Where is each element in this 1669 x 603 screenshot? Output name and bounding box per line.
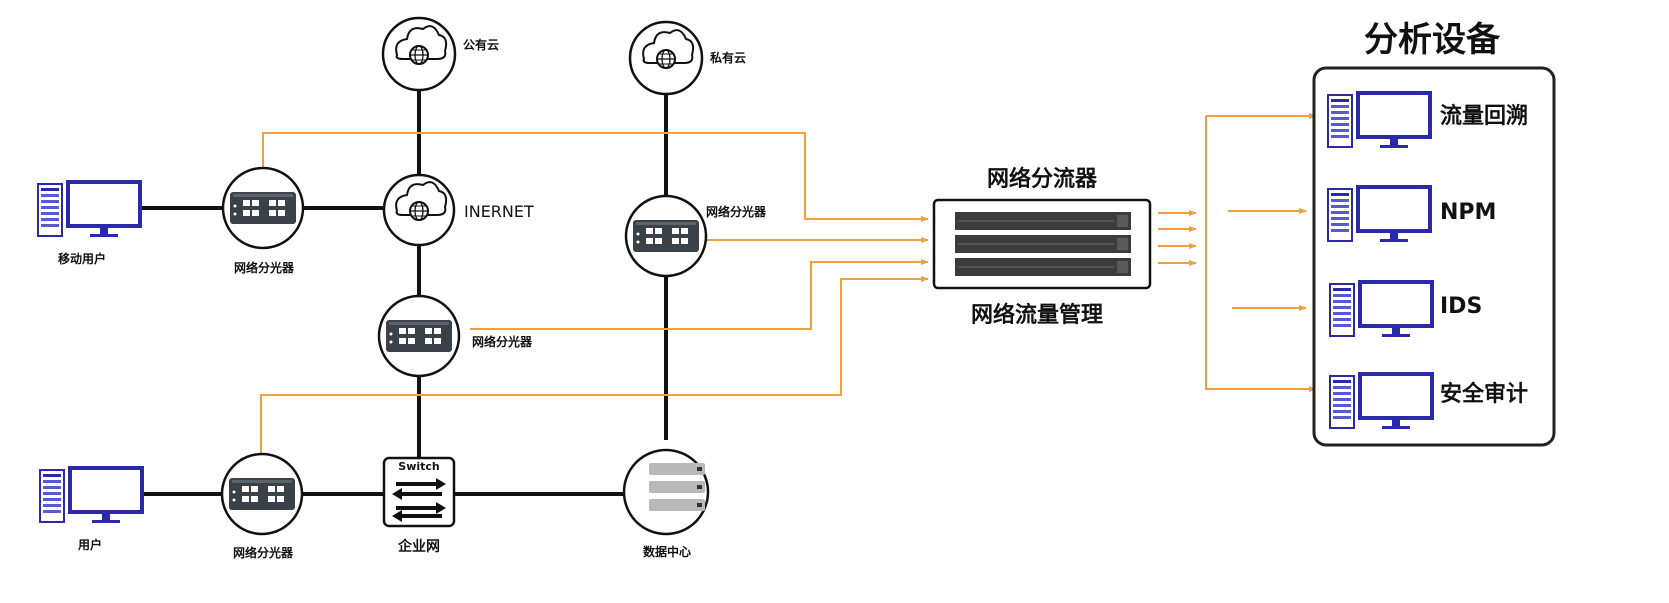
switch-arrows-icon xyxy=(392,478,446,522)
mobile-user-node[interactable]: 移动用户 xyxy=(36,180,142,266)
packet-broker-rack-icon xyxy=(955,212,1131,276)
analysis-title: 分析设备 xyxy=(1364,20,1501,60)
tap-top-left-node[interactable]: 网络分光器 xyxy=(221,166,305,275)
packet-broker-node[interactable]: 网络分流器 网络流量管理 xyxy=(932,166,1152,328)
user-node[interactable]: 用户 xyxy=(38,466,144,552)
public-cloud-node[interactable]: 公有云 xyxy=(381,16,499,92)
data-center-label: 数据中心 xyxy=(643,544,691,559)
enterprise-network-label: 企业网 xyxy=(397,538,440,555)
tap-private-node[interactable]: 网络分光器 xyxy=(624,194,767,278)
tap-middle-label: 网络分光器 xyxy=(472,334,533,349)
analysis-links xyxy=(1205,113,1317,392)
mirror-line-top-left-tap xyxy=(262,132,929,222)
analysis-item-label: NPM xyxy=(1440,200,1496,225)
user-label: 用户 xyxy=(77,537,102,552)
internet-node[interactable]: INERNET xyxy=(382,173,534,247)
network-tap-icon xyxy=(386,320,452,352)
mirror-line-bottom-tap xyxy=(260,276,929,456)
analysis-item-traffic-backtrack[interactable]: 流量回溯 xyxy=(1326,91,1528,150)
switch-node[interactable]: Switch 企业网 xyxy=(382,456,456,555)
analysis-item-npm[interactable]: NPM xyxy=(1326,185,1496,244)
tap-middle-node[interactable]: 网络分光器 xyxy=(377,294,533,378)
public-cloud-label: 公有云 xyxy=(463,37,499,52)
desktop-computer-icon xyxy=(38,466,144,525)
network-tap-icon xyxy=(230,192,296,224)
switch-label: Switch xyxy=(398,460,439,473)
network-tap-icon xyxy=(229,478,295,510)
broker-title: 网络分流器 xyxy=(987,166,1098,192)
server-rack-icon xyxy=(649,463,705,511)
backbone-links xyxy=(136,90,668,496)
mirror-line-middle-tap xyxy=(470,259,929,330)
tap-bottom-left-label: 网络分光器 xyxy=(233,545,294,560)
desktop-computer-icon xyxy=(36,180,142,239)
link-to-audit xyxy=(1205,116,1317,392)
analysis-item-label: 流量回溯 xyxy=(1440,103,1528,129)
analysis-item-label: 安全审计 xyxy=(1440,381,1528,407)
analysis-item-security-audit[interactable]: 安全审计 xyxy=(1328,372,1528,431)
broker-subtitle: 网络流量管理 xyxy=(971,302,1103,328)
private-cloud-label: 私有云 xyxy=(709,50,746,65)
analysis-item-label: IDS xyxy=(1440,294,1482,319)
data-center-node[interactable]: 数据中心 xyxy=(622,448,710,559)
broker-output-arrows xyxy=(1158,210,1197,266)
analysis-item-ids[interactable]: IDS xyxy=(1328,280,1482,339)
tap-bottom-left-node[interactable]: 网络分光器 xyxy=(220,452,304,560)
mobile-user-label: 移动用户 xyxy=(58,251,106,266)
tap-top-left-label: 网络分光器 xyxy=(234,260,295,275)
tap-private-label: 网络分光器 xyxy=(706,204,767,219)
private-cloud-node[interactable]: 私有云 xyxy=(628,20,746,96)
analysis-panel: 分析设备 流量回溯 NPM IDS 安全审计 xyxy=(1312,20,1556,447)
mirror-links xyxy=(260,132,929,456)
internet-label: INERNET xyxy=(464,202,534,221)
network-tap-icon xyxy=(633,220,699,252)
